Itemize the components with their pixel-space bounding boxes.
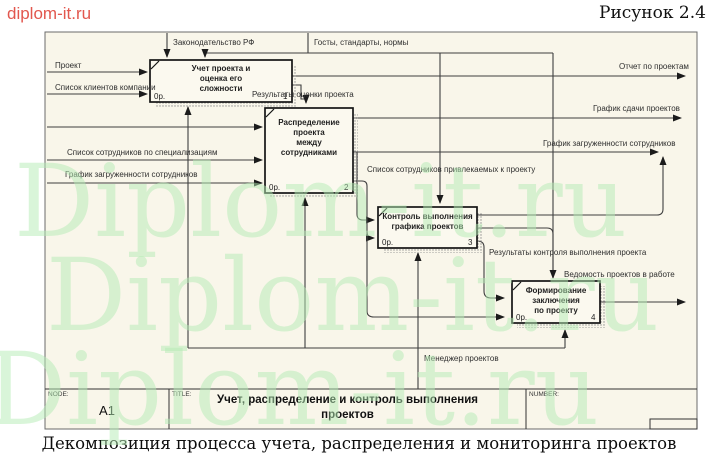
label-spisok-sotr-privl: Список сотрудников привлекаемых к проект… <box>367 165 536 174</box>
node-label: NODE: <box>48 391 69 398</box>
label-proekt: Проект <box>55 61 82 70</box>
label-grafik-zagr-right: График загруженности сотрудников <box>543 139 676 148</box>
activity-box-4-label: Формирование заключения по проекту <box>525 286 587 315</box>
diagram-title: Учет, распределение и контроль выполнени… <box>216 394 479 421</box>
label-grafik-sdachi: График сдачи проектов <box>593 104 680 113</box>
label-gosty: Госты, стандарты, нормы <box>314 38 409 47</box>
box-corner-notches <box>150 60 522 291</box>
label-otchet: Отчет по проектам <box>619 62 689 71</box>
label-grafik-zagr-left: График загруженности сотрудников <box>65 170 198 179</box>
label-zakonodatelstvo: Законодательство РФ <box>173 38 255 47</box>
node-bar-lines <box>45 388 698 430</box>
label-spisok-klientov: Список клиентов компании <box>55 83 156 92</box>
arrow-lines <box>47 33 686 389</box>
label-rezultaty-kontrolya: Результаты контроля выполнения проекта <box>489 248 647 257</box>
activity-box-2-label: Распределение проекта между сотрудниками <box>278 118 340 157</box>
activity-box-1-number: 1 <box>283 92 288 101</box>
label-vedomost: Ведомость проектов в работе <box>564 270 675 279</box>
figure-number-label: Рисунок 2.4 <box>599 3 706 23</box>
activity-box-1-label: Учет проекта и оценка его сложности <box>191 64 251 93</box>
activity-box-2-cost: 0р. <box>269 183 281 192</box>
activity-box-4-cost: 0р. <box>516 313 528 322</box>
label-rezultaty-ocenki: Результаты оценки проекта <box>252 90 354 99</box>
node-value: A1 <box>99 403 115 418</box>
figure-caption: Декомпозиция процесса учета, распределен… <box>41 434 677 453</box>
label-spisok-sotr-spec: Список сотрудников по специализациям <box>67 148 218 157</box>
activity-box-1-cost: 0р. <box>154 92 166 101</box>
activity-boxes <box>149 59 601 324</box>
activity-box-3-number: 3 <box>468 238 473 247</box>
activity-box-2-number: 2 <box>344 183 349 192</box>
title-label: TITLE: <box>172 391 192 398</box>
activity-box-4-number: 4 <box>591 313 596 322</box>
site-link[interactable]: diplom-it.ru <box>7 4 92 23</box>
number-label: NUMBER: <box>529 391 559 398</box>
label-menedzher: Менеджер проектов <box>424 354 499 363</box>
activity-box-3-cost: 0р. <box>382 238 394 247</box>
activity-box-3-label: Контроль выполнения графика проектов <box>382 212 473 231</box>
